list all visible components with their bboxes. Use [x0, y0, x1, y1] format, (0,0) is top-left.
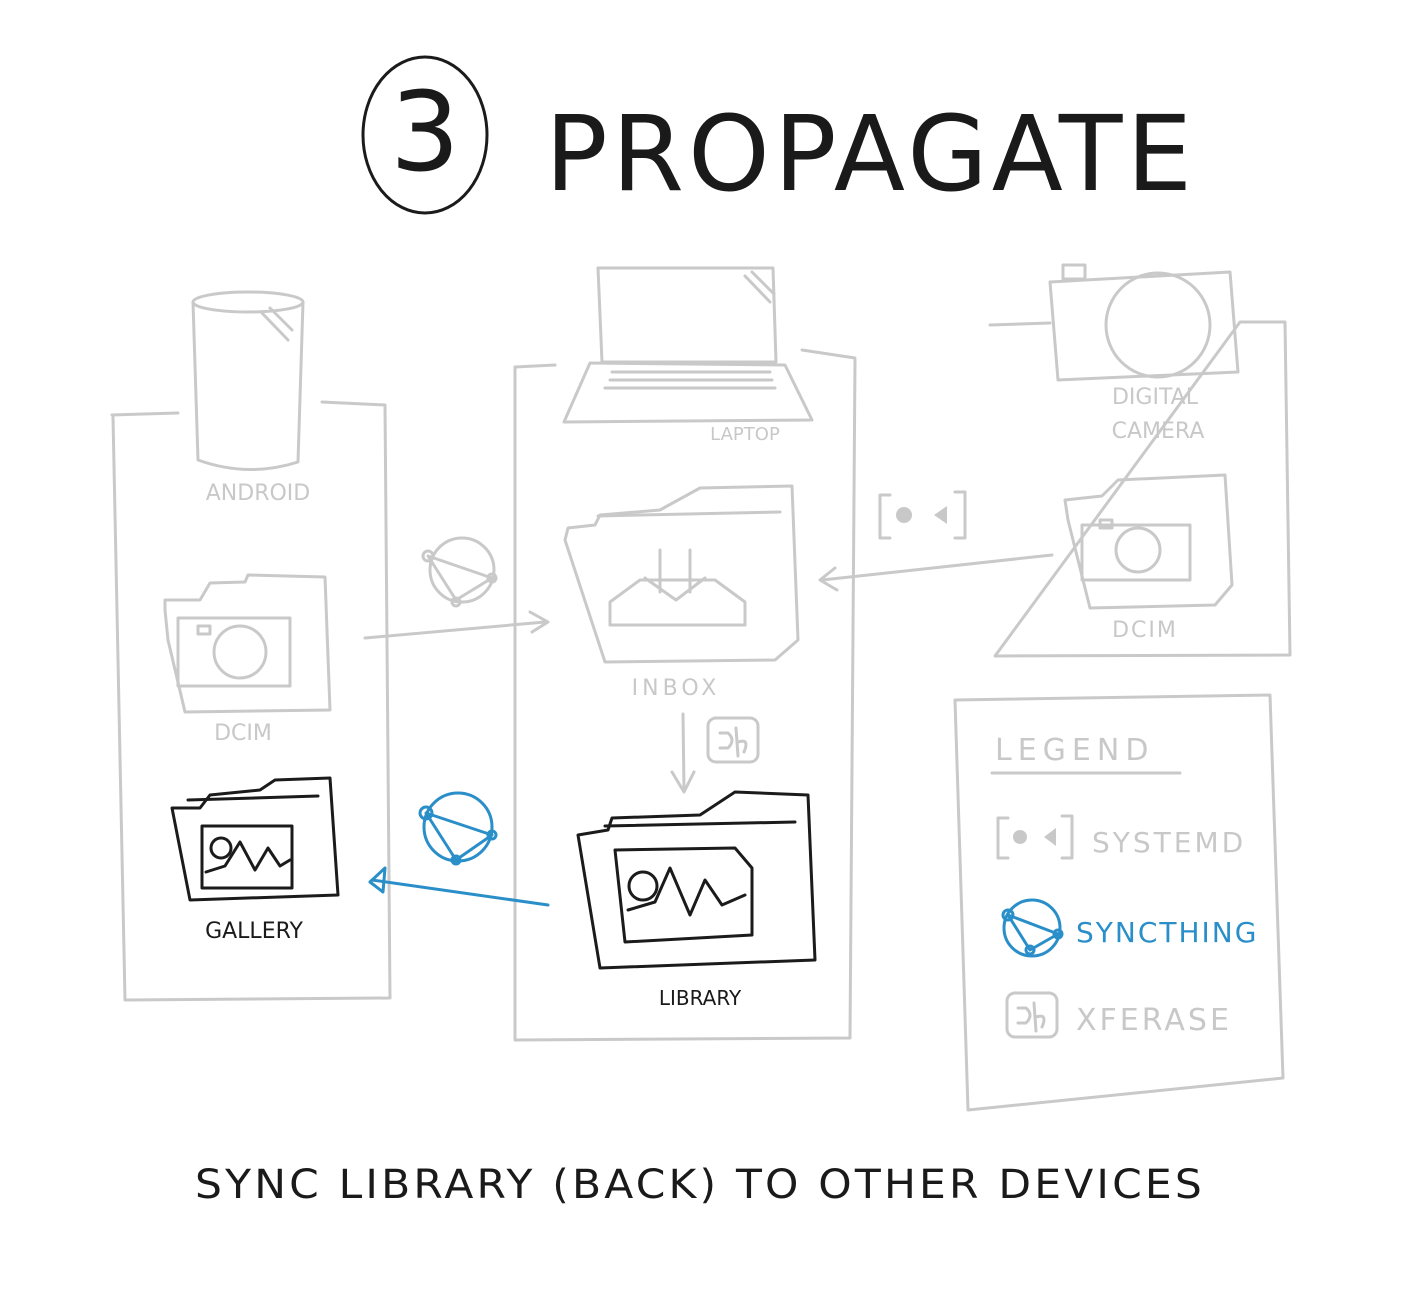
legend-box: [953, 693, 1285, 1112]
library-to-gallery-arrow: [368, 866, 550, 907]
inbox-folder-icon: [563, 484, 800, 664]
laptop-label: Laptop: [710, 424, 780, 445]
systemd-icon: [996, 814, 1074, 860]
page-title: Propagate: [545, 93, 1196, 215]
android-to-inbox-arrow: [363, 610, 550, 640]
xferase-icon: [1005, 991, 1059, 1039]
syncthing-icon: [421, 536, 498, 608]
laptop-icon: [562, 266, 814, 424]
legend-label-systemd: systemd: [1092, 826, 1246, 859]
legend-item-systemd: systemd: [996, 814, 1246, 860]
legend-item-xferase: xferase: [1005, 991, 1232, 1039]
legend-item-syncthing: Syncthing: [1001, 898, 1258, 958]
inbox-label: Inbox: [632, 676, 721, 701]
laptop-device: Laptop Inbox Library: [513, 266, 857, 1042]
inbox-to-library-arrow: [670, 712, 696, 794]
laptop-container: [513, 348, 857, 1042]
library-folder-icon: [576, 790, 817, 970]
android-dcim-label: DCIM: [214, 721, 272, 746]
camera-dcim-label: DCIM: [1112, 618, 1178, 643]
gallery-label: Gallery: [205, 919, 303, 944]
library-label: Library: [659, 986, 742, 1010]
syncthing-icon: [1001, 898, 1064, 958]
syncthing-active-icon: [418, 791, 498, 866]
android-label: Android: [206, 481, 310, 506]
android-phone-icon: [191, 290, 305, 472]
step-number-circle: [361, 55, 489, 215]
camera-icon: [1048, 263, 1240, 382]
camera-label-line2: Camera: [1112, 419, 1205, 444]
caption: Sync library (back) to other devices: [195, 1162, 1205, 1208]
gallery-folder-icon: [170, 776, 340, 902]
android-container: [110, 400, 392, 1002]
legend-title: Legend: [995, 733, 1154, 768]
legend-label-xferase: xferase: [1076, 1003, 1232, 1038]
camera-device: Digital Camera DCIM: [988, 263, 1292, 658]
title-group: 3 Propagate: [361, 55, 1196, 215]
legend-label-syncthing: Syncthing: [1076, 916, 1258, 949]
legend: Legend systemd Syncthing: [953, 693, 1285, 1112]
android-dcim-folder-icon: [163, 573, 332, 714]
systemd-icon: [878, 490, 967, 540]
camera-dcim-folder-icon: [1063, 473, 1234, 610]
android-device: Android DCIM Gallery: [110, 290, 392, 1002]
camera-label-line1: Digital: [1112, 385, 1199, 410]
step-number: 3: [390, 68, 460, 196]
camera-to-inbox-arrow: [818, 553, 1054, 592]
camera-container: [988, 320, 1292, 658]
xferase-icon: [706, 716, 760, 764]
